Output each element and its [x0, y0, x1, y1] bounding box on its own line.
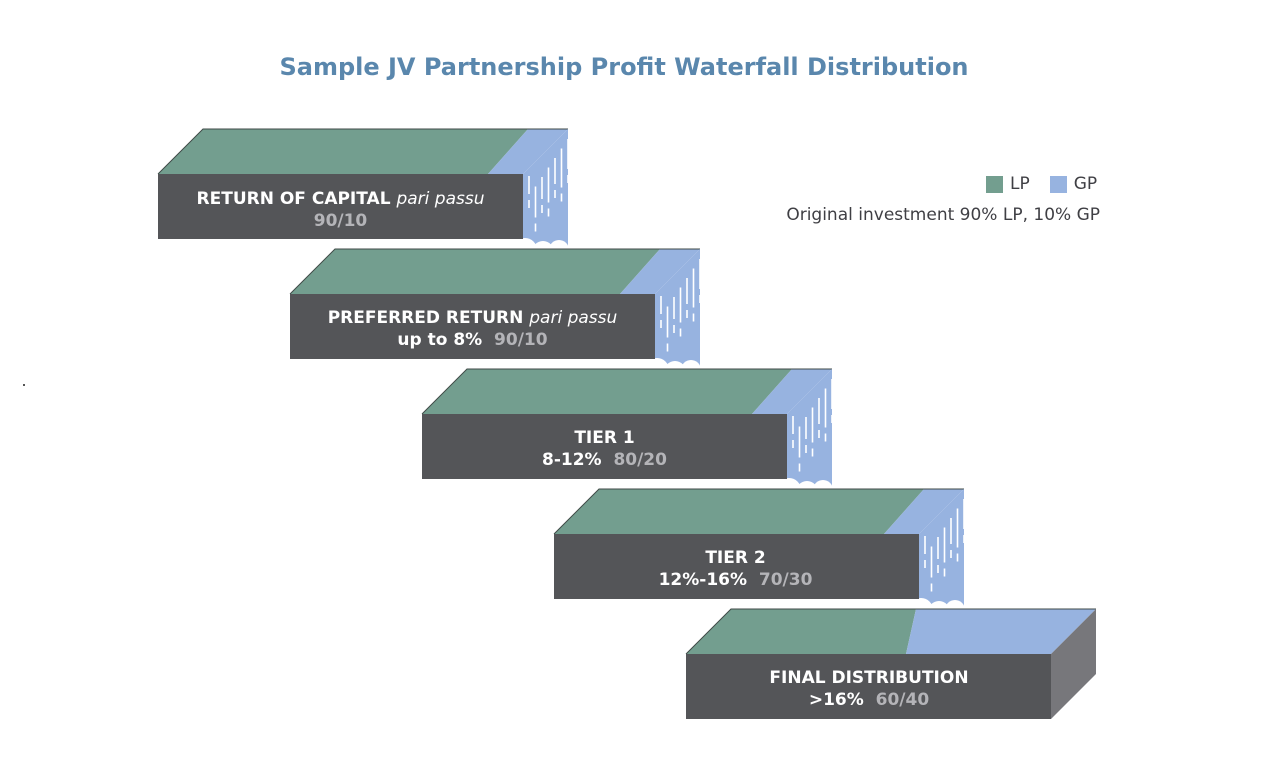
step-split: 60/40	[875, 690, 930, 710]
step-split: 90/10	[494, 330, 548, 350]
step-split: 70/30	[758, 570, 813, 590]
step-label-preferred-return: PREFERRED RETURN pari passu up to 8% 90/…	[290, 307, 655, 351]
step-title: RETURN OF CAPITAL	[196, 189, 391, 209]
legend-label-lp: LP	[1010, 174, 1030, 194]
block-front-face	[290, 294, 655, 359]
top-edge	[157, 128, 568, 175]
block-side-face	[1051, 609, 1096, 719]
gp-top-surface	[884, 489, 964, 534]
page-title: Sample JV Partnership Profit Waterfall D…	[279, 53, 969, 81]
block-front-face	[554, 534, 919, 599]
lp-top-surface	[554, 489, 924, 534]
waterfall-curtain	[655, 249, 700, 369]
step-label-final-distribution: FINAL DISTRIBUTION >16% 60/40	[686, 667, 1052, 711]
waterfall-curtain	[523, 129, 568, 249]
step-title-italic: pari passu	[396, 189, 485, 209]
step-split: 90/10	[313, 211, 368, 231]
legend: LP GP	[986, 174, 1117, 194]
top-edge	[553, 488, 964, 535]
block-front-face	[422, 414, 787, 479]
step-title: PREFERRED RETURN	[327, 308, 524, 328]
block-front-face	[686, 654, 1051, 719]
step-split: 80/20	[613, 450, 667, 470]
top-edge	[421, 368, 832, 415]
waterfall-curtain	[787, 369, 832, 489]
lp-top-surface	[290, 249, 660, 294]
top-edge	[685, 608, 1096, 655]
block-front-face	[158, 174, 523, 239]
waterfall-curtain	[919, 489, 964, 609]
gp-swatch	[1049, 175, 1067, 193]
stray-dot	[23, 384, 25, 386]
gp-top-surface	[752, 369, 832, 414]
gp-top-surface	[488, 129, 568, 174]
step-label-tier-1: TIER 1 8-12% 80/20	[422, 427, 787, 471]
step-title: TIER 2	[705, 548, 766, 568]
gp-top-surface	[906, 609, 1096, 654]
step-title-italic: pari passu	[529, 308, 618, 328]
step-hurdle: >16%	[808, 690, 864, 710]
step-hurdle: 12%-16%	[658, 570, 748, 590]
gp-top-surface	[620, 249, 700, 294]
top-edge	[289, 248, 700, 295]
legend-item-lp: LP	[986, 174, 1030, 194]
lp-top-surface	[158, 129, 528, 174]
step-hurdle: 8-12%	[542, 450, 602, 470]
lp-top-surface	[422, 369, 792, 414]
lp-top-surface	[686, 609, 916, 654]
step-label-tier-2: TIER 2 12%-16% 70/30	[553, 547, 918, 591]
step-title: FINAL DISTRIBUTION	[769, 668, 969, 688]
legend-note: Original investment 90% LP, 10% GP	[786, 205, 1100, 225]
lp-swatch	[986, 175, 1003, 193]
legend-item-gp: GP	[1049, 174, 1098, 194]
step-hurdle: up to 8%	[397, 330, 483, 350]
legend-label-gp: GP	[1073, 174, 1098, 194]
step-label-return-of-capital: RETURN OF CAPITAL pari passu 90/10	[158, 188, 523, 232]
step-title: TIER 1	[574, 428, 635, 448]
